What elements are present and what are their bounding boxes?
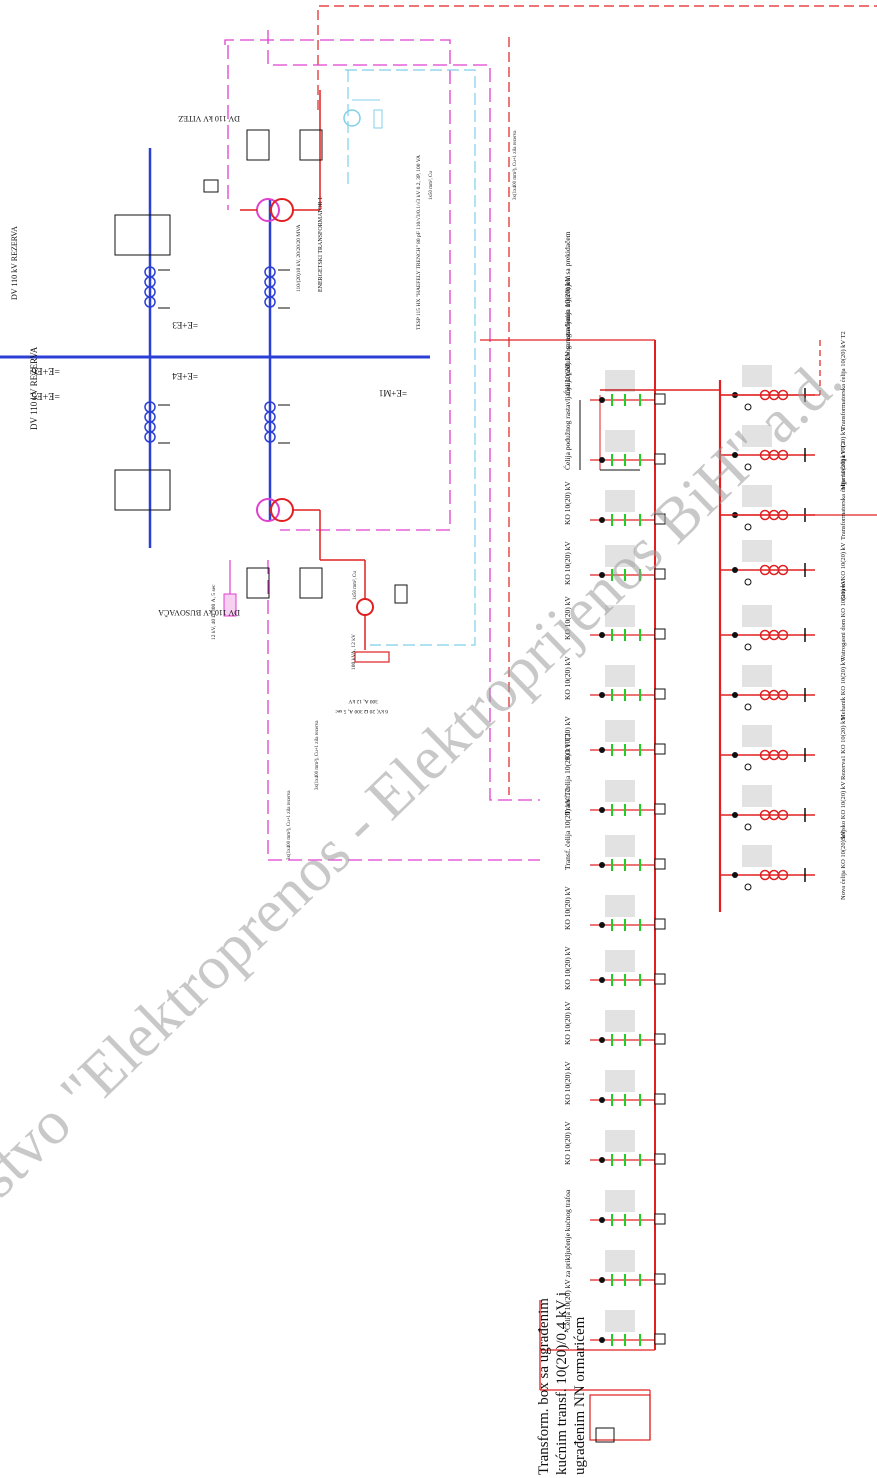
lv-feeder-bays [720,365,815,891]
mv-bay [590,370,666,406]
mv-cell-label: KO 10(20) kV [563,946,572,990]
mv-cell-label: KO 10(20) kV [563,656,572,700]
mv-cell-label: KO 10(20) kV [563,1121,572,1165]
mv-switchgear [480,339,722,1350]
mv-cell-labels: Ćelija podužnog rastavljanja 10(20) kV s… [562,231,572,1330]
watermark-text: štvo "Elektroprenos - Elektroprijenos Bi… [0,345,855,1210]
label-cable-3: 1x50 mm², Cu [352,571,358,600]
coupling-capacitor-symbol [343,99,383,129]
label-m1: =E+M1 [379,388,407,398]
label-r2: 12 kV, 40 Ω 300 A, 5 sec [211,584,217,640]
neutral-resistor-boxes [203,179,237,617]
mv-bay [590,605,666,641]
mv-cell-label: Transf. ćelija 10(20) kV T2 [563,788,572,870]
auxiliary-cyan-lines [345,69,476,646]
mv-cell-label: KO 10(20) kV [563,716,572,760]
mv-bay [590,1010,666,1046]
mv-cell-label: KO 10(20) kV [563,886,572,930]
mv-bay [590,490,666,526]
mv-bay [590,1250,666,1286]
label-e4: =E+E4 [172,371,198,381]
label-vitez: DV 110 kV VITEZ [178,114,240,123]
label-e5: =E+E5 [32,390,61,401]
lv-bay [720,725,815,771]
mv-cell-label: KO 10(20) kV [563,1061,572,1105]
outer-boundary-red-dashed [317,5,877,795]
label-tesp: TESP 115 HX "HAEFELY TRENCH" 80 pF 110/√… [415,155,422,330]
mv-bay [590,1130,666,1166]
mv-cell-label: KO 10(20) kV [563,596,572,640]
label-cable-5: 3x(1x400 mm²), Cu+1 zila rezerva [512,130,518,200]
mv-bay [590,950,666,986]
outer-boundary-magenta-dashed [224,30,540,861]
lv-bay [720,785,815,831]
mv-bay [590,545,666,581]
mv-feeder-bays [590,370,666,1346]
mv-cell-label: KO 10(20) kV [563,541,572,585]
mv-cell-label: Ćelija 10(20) kV za priključenje kućnog … [562,1189,572,1330]
mv-bay [590,895,666,931]
mv-bay [590,1070,666,1106]
ct-stack [264,401,290,444]
mv-bay [590,720,666,756]
mv-cell-label: Ćelija podužnog rastavljanja 10(20) kV s… [562,275,572,470]
lv-cell-label: Vatrogasni dom KO 10(20) kV [840,579,847,660]
label-r3: 6 kV, 20 Ω 300 A, 5 sec [335,708,388,714]
mv-bay [590,430,666,466]
mv-bay [590,1190,666,1226]
label-cable-1: 3x(1x400 mm²), Cu+1 zila rezerva [286,790,292,860]
transformer-2-symbol [256,498,366,600]
label-tr1: ENERGETSKI TRANSFORMATOR 1 [318,197,324,292]
transformer-1-symbol [240,90,321,222]
lv-bay [720,605,815,651]
busbar-110kv [0,148,430,548]
lv-bay [720,540,815,586]
lv-cell-label: Transformatorska ćelija 10(20) kV T2 [840,331,847,430]
lv-cell-label: Rezerva1 KO 10(20) kV [840,716,847,780]
mv-bay [590,665,666,701]
lv-cell-labels: Transformatorska ćelija 10(20) kV T2Mjer… [840,331,847,900]
lv-bay [720,665,815,711]
lv-cell-label: Mehanik KO 10(20) kV [840,657,847,720]
mv-bay [590,780,666,816]
mv-bay [590,835,666,871]
kucni-title-1: Transform. box sa ugrađenim [536,1298,552,1475]
mv-cell-label: KO 10(20) kV [563,1001,572,1045]
kucni-title-3: ugrađenim NN ormarićem [572,1316,588,1475]
current-transformer-stacks [144,266,290,444]
label-r1: 300 A, 12 kV [348,698,378,704]
mv-bay [590,1310,666,1346]
lv-cell-label: Seravo KO 10(20) kV [840,542,847,600]
ct-stack [144,401,170,444]
label-e3: =E+E3 [172,320,198,330]
label-e6: =E+E6 [32,365,61,376]
lv-bay [720,425,815,471]
label-cable-4: 1x50 mm², Cu [428,171,434,200]
earthing-transformer [354,584,408,663]
lv-bay [720,845,815,891]
label-busovaca: DV 110 kV BUSOVAČA [158,608,240,618]
mv-cell-label: Ćelija podužnog rastavljanja 10(20) kV s… [562,231,572,395]
ct-stack [144,266,170,309]
lv-cell-label: Mjerna ćelija 10(20) kV [840,427,847,490]
lv-cell-label: Transformatorska ćelija 10(20) kV T1 [840,441,847,540]
mv-cell-label: KO 10(20) kV [563,481,572,525]
lv-cell-label: Seljsko KO 10(20) kV [840,781,847,840]
house-transformer-box [539,1300,655,1443]
bay-boxes [114,129,323,599]
label-vt: 100 kVA, 12 kV [351,634,357,670]
label-rezerva-top: DV 110 kV REZERVA [29,346,39,430]
lv-cell-label: Nova ćelija KO 10(20) kV [840,830,847,900]
kucni-title-2: kućnim transf. 10(20)/0,4 kV i [554,1292,570,1475]
ct-stack [264,266,290,309]
label-rezerva-side: DV 110 kV REZERVA [10,226,19,300]
mv-cell-label: Transf. ćelija 10(20) kV T1 [563,733,572,815]
label-tr1-spec: 110/(20)10 kV, 20/20/20 MVA [295,225,302,292]
label-cable-2: 3x(1x400 mm²), Cu+1 zila rezerva [314,720,320,790]
transformer-cell-links [720,340,877,516]
